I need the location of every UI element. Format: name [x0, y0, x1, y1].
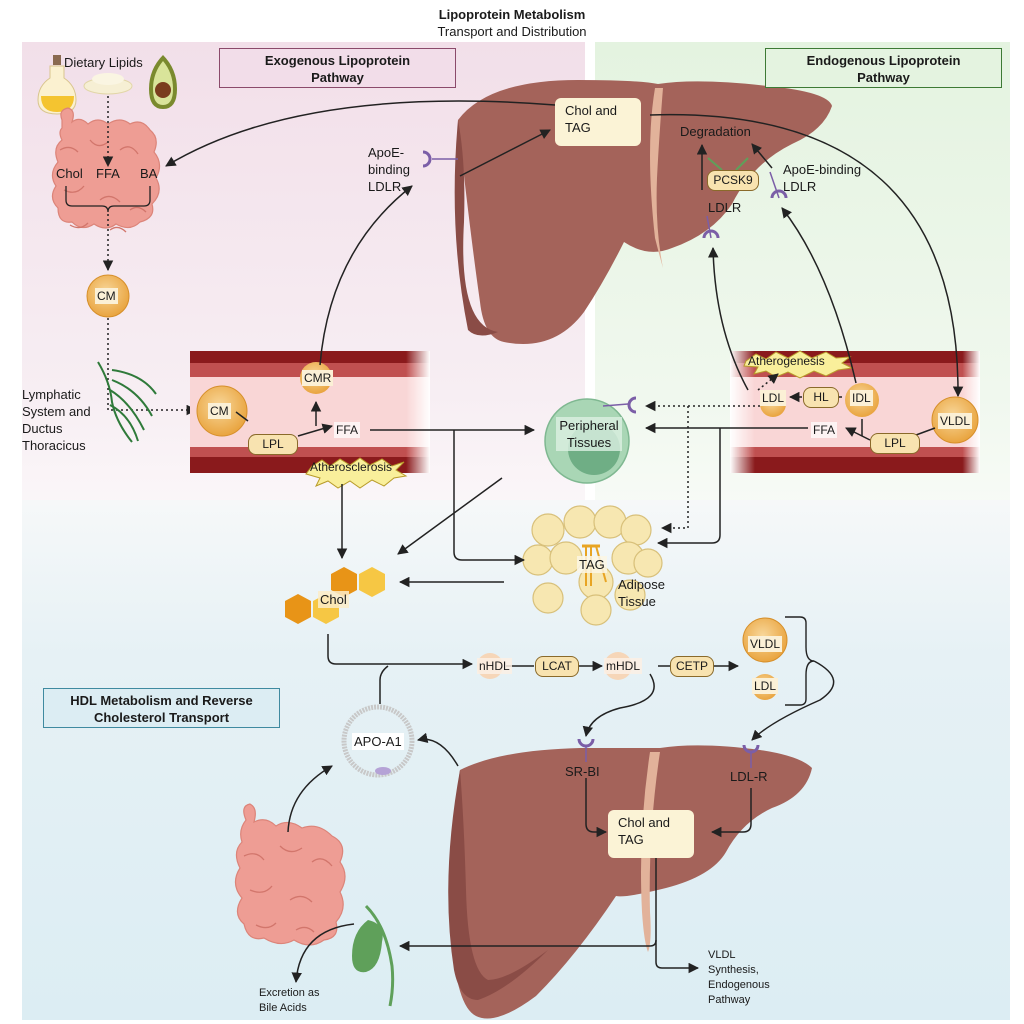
ldlr-label: LDLR: [708, 200, 742, 215]
intestine-ffa-label: FFA: [96, 166, 120, 181]
vldl-hdl-label: VLDL: [748, 636, 783, 652]
cm-label: CM: [95, 288, 118, 304]
cetp-enzyme: CETP: [670, 656, 714, 677]
intestine-ba-label: BA: [140, 166, 158, 181]
lymphatic-icon: [97, 361, 157, 443]
avocado-icon: [149, 55, 177, 109]
pcsk9-enzyme: PCSK9: [707, 170, 759, 191]
apoe-ldlr-exogenous-label: ApoE- binding LDLR: [368, 145, 410, 194]
cm-lymph-arrow: [107, 318, 198, 416]
lcat-enzyme: LCAT: [535, 656, 579, 677]
idl-label: IDL: [850, 390, 873, 406]
adipose-tissue: [522, 505, 663, 626]
adipose-tissue-label: Adipose Tissue: [618, 577, 665, 609]
ffa-exogenous-label: FFA: [334, 422, 361, 438]
atherosclerosis-star: [305, 457, 408, 489]
ldl-r-receptor-label: LDL-R: [730, 769, 768, 784]
apoa1-icon: [341, 704, 415, 778]
cream-icon: [83, 73, 133, 95]
lpl-enzyme-endogenous: LPL: [870, 433, 920, 454]
hdl-pathway-label: HDL Metabolism and Reverse Cholesterol T…: [43, 688, 280, 728]
liver-bottom: [448, 745, 812, 1019]
page-subtitle: Transport and Distribution: [437, 24, 587, 39]
cm-vessel-label: CM: [208, 403, 231, 419]
ldl-hdl-label: LDL: [752, 678, 779, 694]
liver-store-bottom: Chol and TAG: [608, 810, 694, 858]
lpl-enzyme-exogenous: LPL: [248, 434, 298, 455]
page-title: Lipoprotein Metabolism: [438, 7, 586, 22]
flow-arrows: [165, 100, 964, 984]
exogenous-pathway-label: Exogenous Lipoprotein Pathway: [219, 48, 456, 88]
chol-label: Chol: [318, 591, 349, 608]
apoe-ldlr-endogenous-label: ApoE-binding LDLR: [783, 162, 862, 194]
endogenous-pathway-label: Endogenous Lipoprotein Pathway: [765, 48, 1002, 88]
vldl-vessel-label: VLDL: [938, 413, 973, 429]
nhdl-label: nHDL: [477, 658, 512, 674]
ldl-vessel-label: LDL: [760, 390, 787, 406]
apoa1-label: APO-A1: [352, 733, 404, 750]
ffa-endogenous-label: FFA: [811, 422, 838, 438]
hl-enzyme: HL: [803, 387, 839, 408]
vldl-synthesis-label: VLDL Synthesis, Endogenous Pathway: [708, 949, 770, 1006]
small-intestine-bottom: [234, 803, 346, 946]
excretion-label: Excretion as Bile Acids: [259, 987, 320, 1014]
tag-label: TAG: [577, 556, 607, 573]
srbi-receptor-label: SR-BI: [565, 764, 600, 779]
cmr-label: CMR: [302, 370, 334, 386]
receptor-icons: [422, 150, 788, 768]
intestine-chol-label: Chol: [56, 166, 83, 181]
dietary-lipids-label: Dietary Lipids: [64, 55, 143, 70]
atherosclerosis-label: Atherosclerosis: [310, 460, 393, 474]
mhdl-label: mHDL: [604, 658, 643, 674]
lymphatic-system-label: Lymphatic System and Ductus Thoracicus: [22, 387, 91, 453]
small-intestine-top: [51, 107, 161, 233]
liver-store-top: Chol and TAG: [555, 98, 641, 146]
atherogenesis-label: Atherogenesis: [748, 354, 825, 368]
apoa1-domain: [375, 767, 391, 775]
liver-top: [454, 80, 832, 344]
dotted-arrows: [644, 373, 779, 534]
intestine-brace: [65, 186, 151, 213]
degradation-label: Degradation: [680, 124, 751, 139]
pcsk9-arrows: [707, 157, 749, 171]
peripheral-tissues-label: Peripheral Tissues: [556, 417, 622, 451]
gallbladder-icon: [352, 904, 395, 1007]
